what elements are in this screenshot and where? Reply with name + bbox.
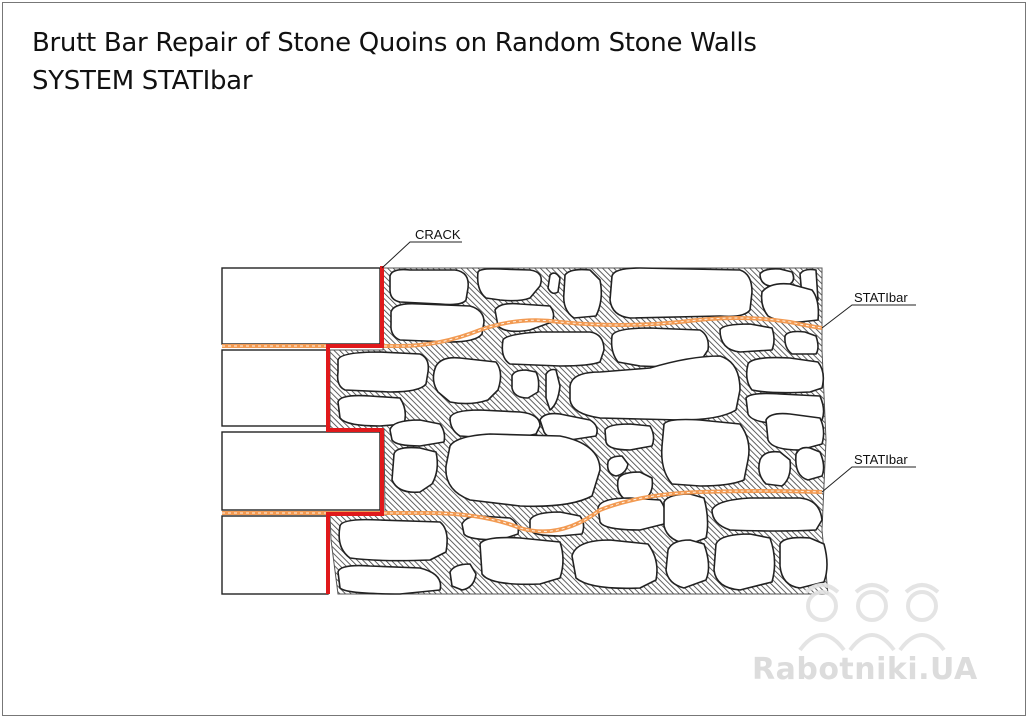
quoin-block-1 — [221, 267, 381, 345]
crack-line — [326, 266, 384, 594]
quoin-stones — [221, 267, 381, 595]
statibar-upper-leader — [821, 304, 916, 329]
quoin-block-3 — [221, 431, 381, 511]
crack-label: CRACK — [415, 227, 461, 242]
watermark-text: Rabotniki.UA — [752, 652, 978, 687]
watermark-logo — [798, 583, 946, 652]
statibar-upper-label: STATIbar — [854, 290, 908, 305]
statibar-lower-label: STATIbar — [854, 452, 908, 467]
quoin-block-2 — [221, 349, 329, 427]
random-stones — [336, 267, 828, 595]
statibar-lower-leader — [821, 466, 916, 493]
page-title: Brutt Bar Repair of Stone Quoins on Rand… — [32, 28, 757, 58]
quoin-block-4 — [221, 515, 329, 595]
crack-leader — [381, 241, 462, 269]
page-subtitle: SYSTEM STATIbar — [32, 66, 253, 96]
